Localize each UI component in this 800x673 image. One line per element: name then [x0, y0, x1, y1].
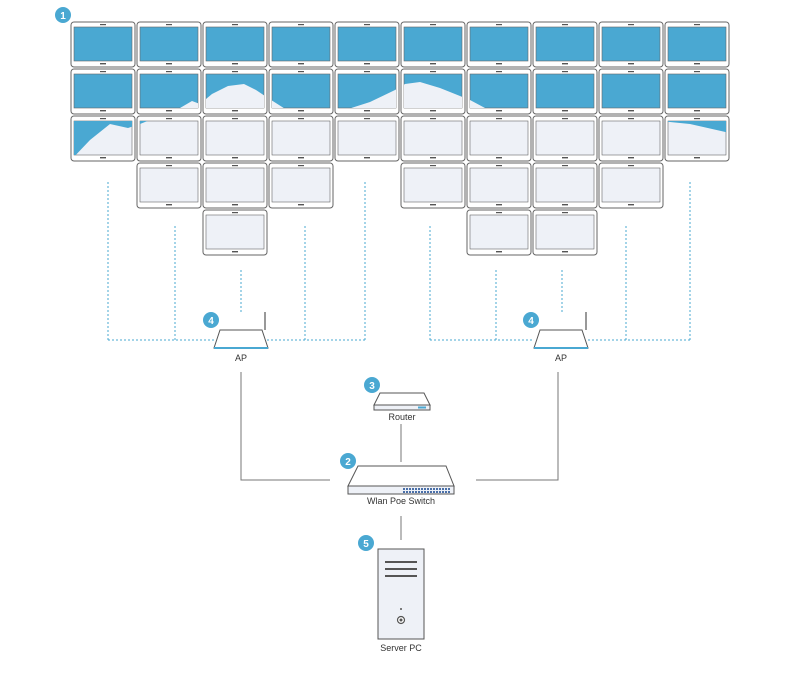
- router-label: Router: [388, 412, 415, 422]
- wlan-poe-switch: Wlan Poe Switch: [347, 465, 455, 506]
- switch-label: Wlan Poe Switch: [367, 496, 435, 506]
- tablet-r4-1: [136, 162, 202, 209]
- svg-text:4: 4: [528, 316, 534, 327]
- badge-1: 1: [55, 7, 71, 23]
- tablet-r3-c7: [466, 115, 532, 162]
- tablet-r2-c10: [664, 68, 730, 115]
- wired-links: [240, 372, 559, 540]
- svg-text:5: 5: [363, 539, 369, 550]
- badge-4-right: 4: [523, 312, 539, 328]
- server-pc: Server PC: [377, 548, 425, 653]
- wireless-links: [107, 182, 691, 341]
- tablet-r3-c4: [268, 115, 334, 162]
- tablet-r4-5: [466, 162, 532, 209]
- ap-right-label: AP: [555, 353, 567, 363]
- tablet-r1-c9: [598, 21, 664, 68]
- svg-text:4: 4: [208, 316, 214, 327]
- tablet-r3-c8: [532, 115, 598, 162]
- badge-2: 2: [340, 453, 356, 469]
- video-wall: [70, 21, 730, 256]
- tablet-r2-c7: [466, 68, 532, 115]
- tablet-r5-1: [202, 209, 268, 256]
- badge-3: 3: [364, 377, 380, 393]
- tablet-r1-c10: [664, 21, 730, 68]
- tablet-r1-c2: [136, 21, 202, 68]
- ap-left-label: AP: [235, 353, 247, 363]
- server-label: Server PC: [380, 643, 422, 653]
- tablet-r2-c4: [268, 68, 334, 115]
- tablet-r5-3: [532, 209, 598, 256]
- tablet-r2-c1: [70, 68, 136, 115]
- tablet-r4-7: [598, 162, 664, 209]
- svg-text:1: 1: [60, 11, 66, 22]
- tablet-r3-c3: [202, 115, 268, 162]
- badge-5: 5: [358, 535, 374, 551]
- tablet-r2-c8: [532, 68, 598, 115]
- tablet-r1-c1: [70, 21, 136, 68]
- tablet-r4-4: [400, 162, 466, 209]
- tablet-r1-c5: [334, 21, 400, 68]
- tablet-r1-c6: [400, 21, 466, 68]
- tablet-r2-c9: [598, 68, 664, 115]
- tablet-r4-3: [268, 162, 334, 209]
- tablet-r3-c2: [136, 115, 202, 162]
- tablet-r2-c2: [136, 68, 202, 115]
- router: Router: [373, 392, 431, 422]
- tablet-r1-c3: [202, 21, 268, 68]
- tablet-r4-2: [202, 162, 268, 209]
- tablet-r3-c9: [598, 115, 664, 162]
- tablet-r1-c7: [466, 21, 532, 68]
- svg-text:2: 2: [345, 457, 351, 468]
- switch-ports: [403, 488, 450, 493]
- tablet-r4-6: [532, 162, 598, 209]
- badge-4-left: 4: [203, 312, 219, 328]
- tablet-r1-c4: [268, 21, 334, 68]
- tablet-r1-c8: [532, 21, 598, 68]
- access-point-right: AP: [533, 312, 589, 363]
- tablet-r3-c6: [400, 115, 466, 162]
- tablet-r5-2: [466, 209, 532, 256]
- tablet-r3-c5: [334, 115, 400, 162]
- svg-text:3: 3: [369, 381, 375, 392]
- access-point-left: AP: [213, 312, 269, 363]
